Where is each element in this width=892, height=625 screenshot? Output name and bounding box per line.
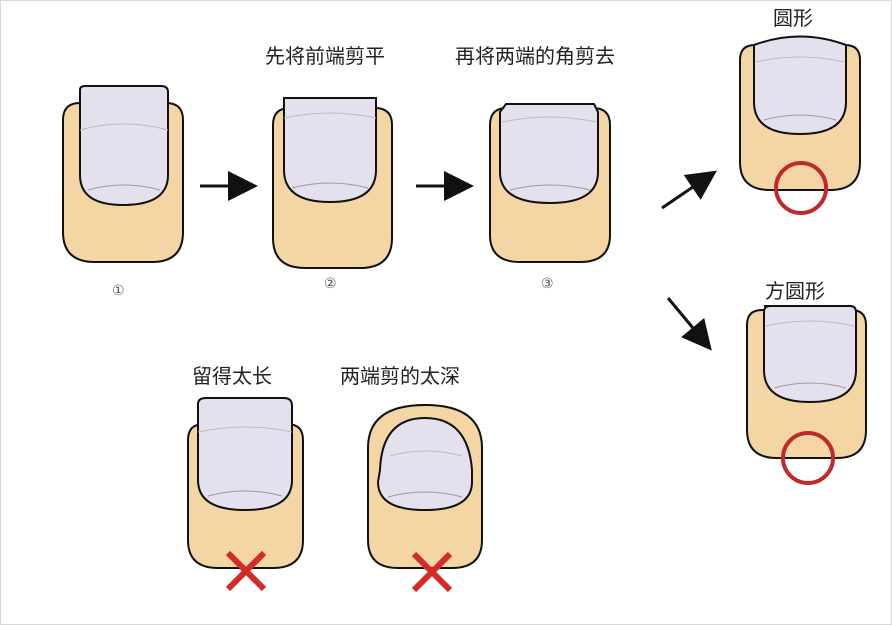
circle-ok-icon [774, 161, 828, 215]
square-round-label: 方圆形 [765, 279, 825, 303]
circle-ok-icon [781, 431, 835, 485]
too-long-label: 留得太长 [192, 364, 272, 388]
finger-step-2 [272, 97, 393, 269]
arrow-icon [661, 170, 717, 210]
step3-number: ③ [541, 276, 554, 292]
step2-number: ② [324, 276, 337, 292]
finger-step-1 [62, 85, 184, 263]
step1-number: ① [112, 283, 125, 299]
too-deep-label: 两端剪的太深 [340, 364, 460, 388]
finger-wrong-too-long [187, 397, 304, 592]
finger-result-square-round [746, 305, 867, 485]
arrow-icon [666, 297, 712, 351]
round-label: 圆形 [773, 6, 813, 30]
finger-result-round [739, 35, 861, 215]
finger-wrong-too-deep [367, 403, 483, 593]
cross-icon [225, 550, 267, 592]
step3-label: 再将两端的角剪去 [455, 44, 615, 68]
step2-label: 先将前端剪平 [265, 44, 385, 68]
cross-icon [411, 551, 453, 593]
finger-step-3 [489, 103, 611, 263]
